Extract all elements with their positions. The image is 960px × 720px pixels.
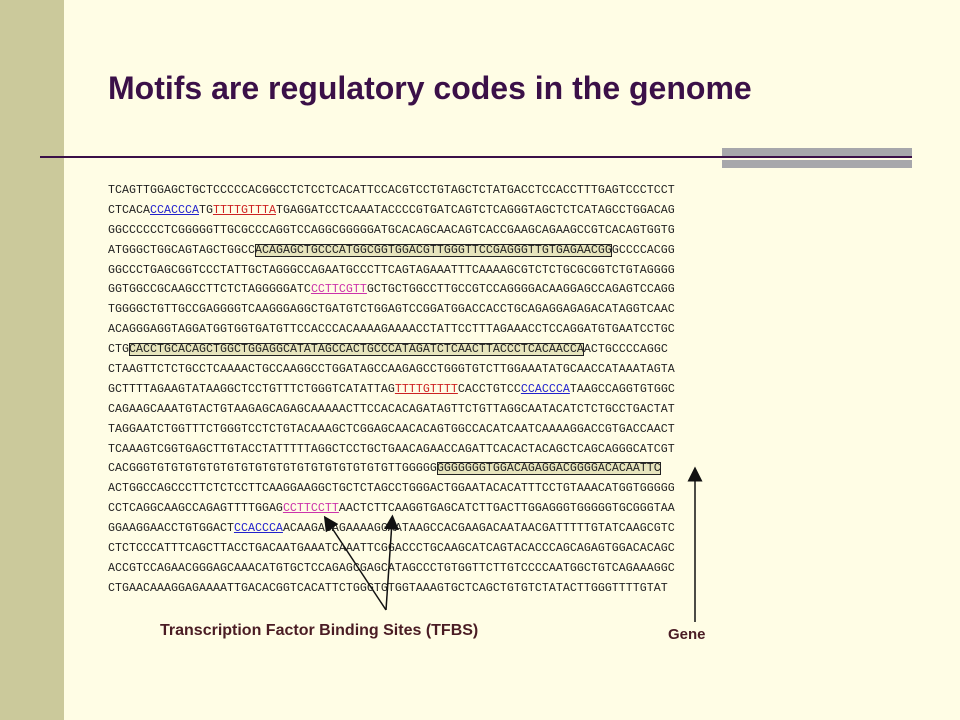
sequence-line: CTAAGTTCTCTGCCTCAAAACTGCCAAGGCCTGGATAGCC… xyxy=(108,360,675,380)
sequence-segment: GGTGGCCGCAAGCCTTCTCTAGGGGGATC xyxy=(108,283,311,297)
gene-label: Gene xyxy=(668,626,706,643)
tfbs-arrow-left xyxy=(323,515,387,611)
sequence-line: GGTGGCCGCAAGCCTTCTCTAGGGGGATCCCTTCGTTGCT… xyxy=(108,280,675,300)
sequence-segment: TGGGGCTGTTGCCGAGGGGTCAAGGGAGGCTGATGTCTGG… xyxy=(108,303,675,317)
sequence-segment: CTCACA xyxy=(108,203,150,217)
sequence-line: ACCGTCCAGAACGGGAGCAAACATGTGCTCCAGAGCGAGC… xyxy=(108,559,675,579)
slide-title: Motifs are regulatory codes in the genom… xyxy=(108,70,752,106)
sequence-segment: TG xyxy=(198,203,213,217)
tfbs-site: CCACCCA xyxy=(233,522,283,536)
sequence-line: ACTGGCCAGCCCTTCTCTCCTTCAAGGAAGGCTGCTCTAG… xyxy=(108,479,675,499)
sequence-line: CTCACACCACCCATGTTTTGTTTATGAGGATCCTCAAATA… xyxy=(108,201,675,221)
sequence-line: TCAAAGTCGGTGAGCTTGTACCTATTTTTAGGCTCCTGCT… xyxy=(108,440,675,460)
sequence-segment: GGAAGGAACCTGTGGACT xyxy=(108,522,234,536)
sequence-segment: ATGGGCTGGCAGTAGCTGGCC xyxy=(108,243,255,257)
sequence-line: TCAGTTGGAGCTGCTCCCCCACGGCCTCTCCTCACATTCC… xyxy=(108,181,675,201)
sequence-line: GGAAGGAACCTGTGGACTCCACCCAACAAGACAGAAAAGG… xyxy=(108,519,675,539)
tfbs-site: CCTTCCTT xyxy=(282,502,339,516)
dna-sequence-block: TCAGTTGGAGCTGCTCCCCCACGGCCTCTCCTCACATTCC… xyxy=(108,181,675,599)
sequence-segment: GCCCCACGG xyxy=(611,243,675,257)
sequence-segment: GCTTTTAGAAGTATAAGGCTCCTGTTTCTGGGTCATATTA… xyxy=(108,382,395,396)
gene-region: ACAGAGCTGCCCATGGCGGTGGACGTTGGGTTCCGAGGGT… xyxy=(254,243,612,257)
tfbs-site: CCACCCA xyxy=(520,382,570,396)
tfbs-site: TTTTGTTTA xyxy=(212,203,276,217)
gene-region: CACCTGCACAGCTGGCTGGAGGCATATAGCCACTGCCCAT… xyxy=(129,343,584,357)
sequence-segment: GCTGCTGGCCTTGCCGTCCAGGGGACAAGGAGCCAGAGTC… xyxy=(366,283,675,297)
sequence-line: ATGGGCTGGCAGTAGCTGGCCACAGAGCTGCCCATGGCGG… xyxy=(108,241,675,261)
sequence-line: GGCCCCCCTCGGGGGTTGCGCCCAGGTCCAGGCGGGGGAT… xyxy=(108,221,675,241)
sequence-segment: ACTGCCCCAGGC xyxy=(583,343,668,357)
tfbs-arrow-right xyxy=(384,514,399,611)
sequence-line: GCTTTTAGAAGTATAAGGCTCCTGTTTCTGGGTCATATTA… xyxy=(108,380,675,400)
sequence-line: TAGGAATCTGGTTTCTGGGTCCTCTGTACAAAGCTCGGAG… xyxy=(108,420,675,440)
tfbs-site: CCACCCA xyxy=(149,203,199,217)
sequence-segment: AACTCTTCAAGGTGAGCATCTTGACTTGGAGGGTGGGGGT… xyxy=(338,502,675,516)
sequence-line: CCTCAGGCAAGCCAGAGTTTTGGAGCCTTCCTTAACTCTT… xyxy=(108,499,675,519)
sequence-line: TGGGGCTGTTGCCGAGGGGTCAAGGGAGGCTGATGTCTGG… xyxy=(108,300,675,320)
sequence-segment: CTAAGTTCTCTGCCTCAAAACTGCCAAGGCCTGGATAGCC… xyxy=(108,363,675,377)
sequence-segment: ACAGGGAGGTAGGATGGTGGTGATGTTCCACCCACAAAAG… xyxy=(108,323,675,337)
tfbs-site: CCTTCGTT xyxy=(310,283,367,297)
sequence-segment: GGCCCTGAGCGGTCCCTATTGCTAGGGCCAGAATGCCCTT… xyxy=(108,263,675,277)
sequence-segment: TAGGAATCTGGTTTCTGGGTCCTCTGTACAAAGCTCGGAG… xyxy=(108,422,675,436)
sequence-segment: CACGGGTGTGTGTGTGTGTGTGTGTGTGTGTGTGTGTGTG… xyxy=(108,462,437,476)
sequence-segment: CCTCAGGCAAGCCAGAGTTTTGGAG xyxy=(108,502,283,516)
sequence-segment: TCAAAGTCGGTGAGCTTGTACCTATTTTTAGGCTCCTGCT… xyxy=(108,442,675,456)
sequence-segment: ACTGGCCAGCCCTTCTCTCCTTCAAGGAAGGCTGCTCTAG… xyxy=(108,482,675,496)
gene-region: GGGGGGGTGGACAGAGGACGGGGACACAATTC xyxy=(436,462,661,476)
sequence-line: CAGAAGCAAATGTACTGTAAGAGCAGAGCAAAAACTTCCA… xyxy=(108,400,675,420)
sequence-segment: GGCCCCCCTCGGGGGTTGCGCCCAGGTCCAGGCGGGGGAT… xyxy=(108,223,675,237)
sequence-segment: CTG xyxy=(108,343,129,357)
sequence-line: CTGCACCTGCACAGCTGGCTGGAGGCATATAGCCACTGCC… xyxy=(108,340,675,360)
sequence-line: CTCTCCCATTTCAGCTTACCTGACAATGAAATCAAATTCG… xyxy=(108,539,675,559)
tfbs-label: Transcription Factor Binding Sites (TFBS… xyxy=(160,622,479,639)
sequence-segment: ACCGTCCAGAACGGGAGCAAACATGTGCTCCAGAGCGAGC… xyxy=(108,561,675,575)
slide-sidebar xyxy=(0,0,64,720)
title-rule-accent-lower xyxy=(722,160,912,168)
sequence-segment: ACAAGACAGAAAAGGAATAAGCCACGAAGACAATAACGAT… xyxy=(282,522,675,536)
sequence-segment: CTCTCCCATTTCAGCTTACCTGACAATGAAATCAAATTCG… xyxy=(108,542,675,556)
title-rule-accent xyxy=(722,148,912,156)
sequence-line: CACGGGTGTGTGTGTGTGTGTGTGTGTGTGTGTGTGTGTG… xyxy=(108,459,675,479)
sequence-line: GGCCCTGAGCGGTCCCTATTGCTAGGGCCAGAATGCCCTT… xyxy=(108,261,675,281)
sequence-line: ACAGGGAGGTAGGATGGTGGTGATGTTCCACCCACAAAAG… xyxy=(108,320,675,340)
title-rule xyxy=(40,156,912,158)
sequence-segment: TAAGCCAGGTGTGGC xyxy=(569,382,675,396)
sequence-segment: TCAGTTGGAGCTGCTCCCCCACGGCCTCTCCTCACATTCC… xyxy=(108,184,675,197)
sequence-segment: TGAGGATCCTCAAATACCCCGTGATCAGTCTCAGGGTAGC… xyxy=(275,203,675,217)
sequence-segment: CAGAAGCAAATGTACTGTAAGAGCAGAGCAAAAACTTCCA… xyxy=(108,402,675,416)
sequence-segment: CACCTGTCC xyxy=(457,382,521,396)
tfbs-site: TTTTGTTTT xyxy=(394,382,458,396)
